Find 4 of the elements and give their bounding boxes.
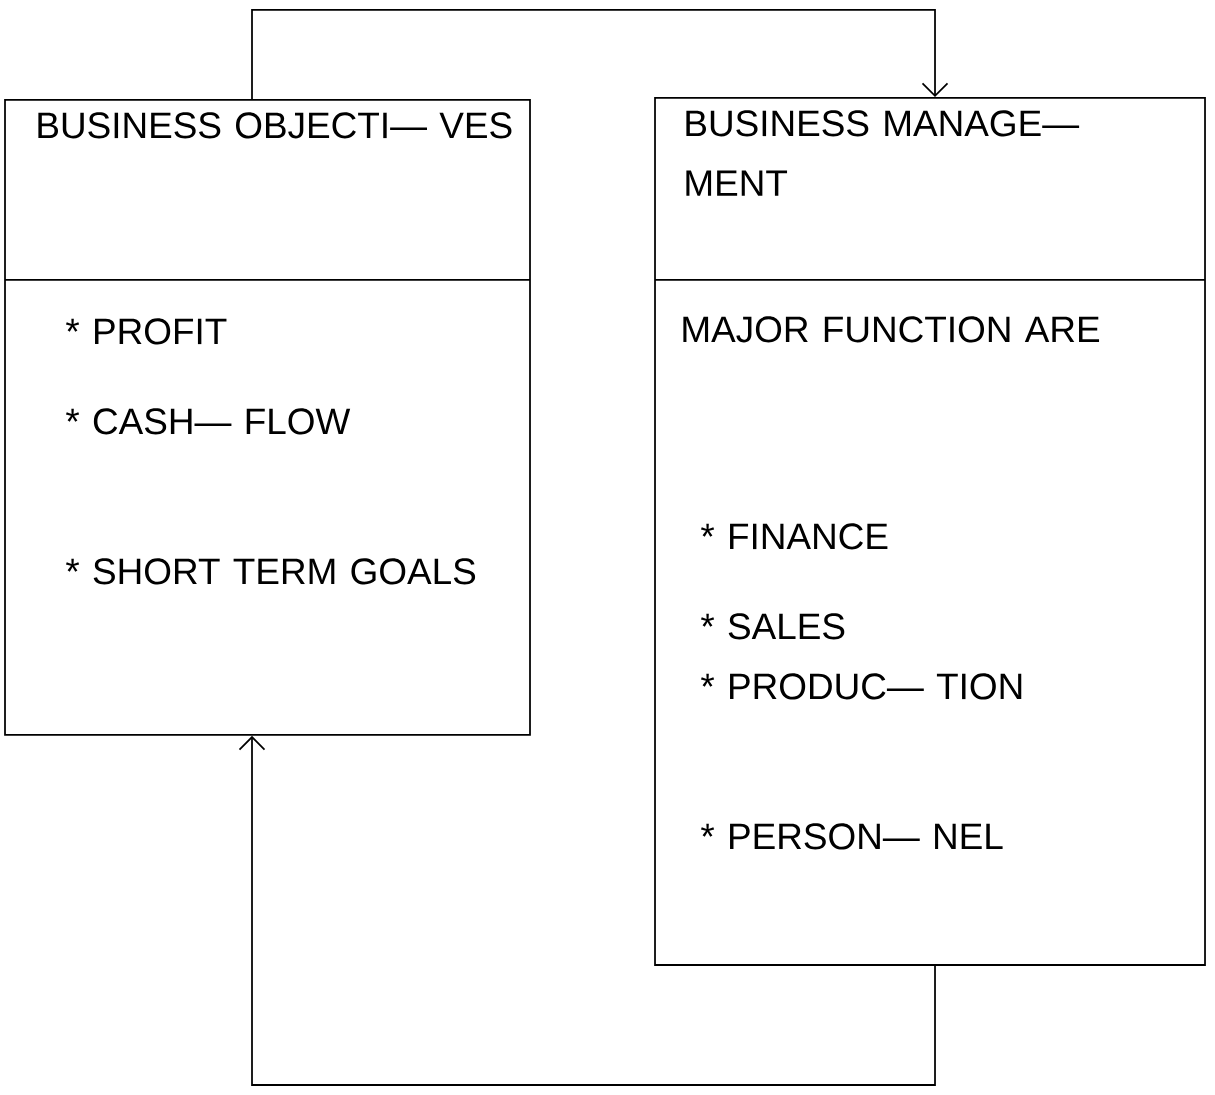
text-box: BUSINESS OBJECTI— VES * PROFIT * CASH— FLOW * SHORT TERM GOALS [4,99,531,736]
arrow [238,735,936,1086]
arrow [251,9,949,100]
text-box: BUSINESS MANAGE— MENT MAJOR FUNCTION ARE * FINANCE * SALES * PRODUC— TION * PERSON— NEL [654,97,1206,966]
